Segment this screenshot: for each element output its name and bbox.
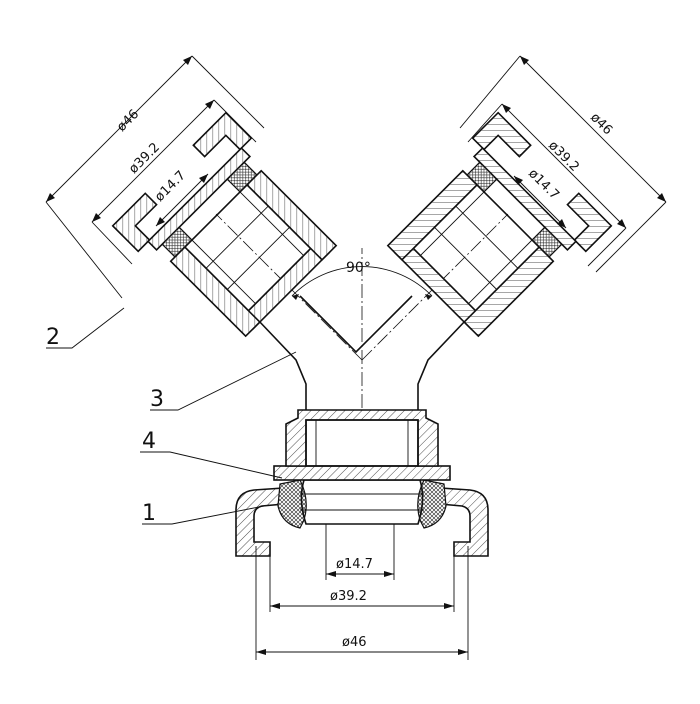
centerline-right	[361, 213, 509, 361]
bottom-dim-inner: ø14.7	[336, 557, 373, 572]
bottom-nut-bore	[305, 419, 419, 467]
ring-part-4	[273, 465, 451, 481]
leader-4	[140, 451, 283, 479]
callout-2: 2	[46, 325, 60, 350]
y-body: 90°	[215, 213, 509, 410]
callout-3: 3	[150, 387, 164, 412]
callout-4: 4	[142, 429, 156, 454]
angle-label: 90°	[346, 260, 371, 276]
y-body-crotch	[299, 295, 413, 354]
bottom-seal-left	[277, 479, 307, 529]
leader-1	[142, 505, 265, 525]
bottom-claw-left	[235, 487, 285, 557]
right-dim-outer: ø46	[587, 110, 615, 138]
centerline-left	[215, 213, 363, 361]
leader-2	[46, 307, 125, 349]
bottom-dim-middle: ø39.2	[330, 589, 367, 604]
bottom-dimensions: ø46 ø39.2 ø14.7	[255, 524, 469, 660]
y-body-outline	[257, 319, 467, 410]
bottom-seal-right	[417, 479, 447, 529]
leader-3	[150, 351, 297, 411]
left-dim-middle: ø39.2	[126, 140, 163, 177]
bottom-bore	[300, 479, 424, 525]
left-dim-outer: ø46	[114, 107, 142, 135]
right-dim-middle: ø39.2	[545, 138, 582, 175]
angle-arc	[291, 266, 433, 297]
left-dimensions: ø46 ø39.2 ø14.7	[45, 55, 265, 299]
bottom-nut	[285, 409, 439, 467]
bottom-coupling	[235, 409, 489, 557]
callouts: 2 3 4 1	[46, 307, 297, 526]
callout-1: 1	[142, 501, 156, 526]
left-dim-inner: ø14.7	[152, 168, 189, 205]
left-branch-coupling	[111, 111, 338, 338]
bottom-claw-right	[439, 487, 489, 557]
right-branch-coupling	[386, 111, 613, 338]
bottom-dim-outer: ø46	[342, 635, 367, 650]
